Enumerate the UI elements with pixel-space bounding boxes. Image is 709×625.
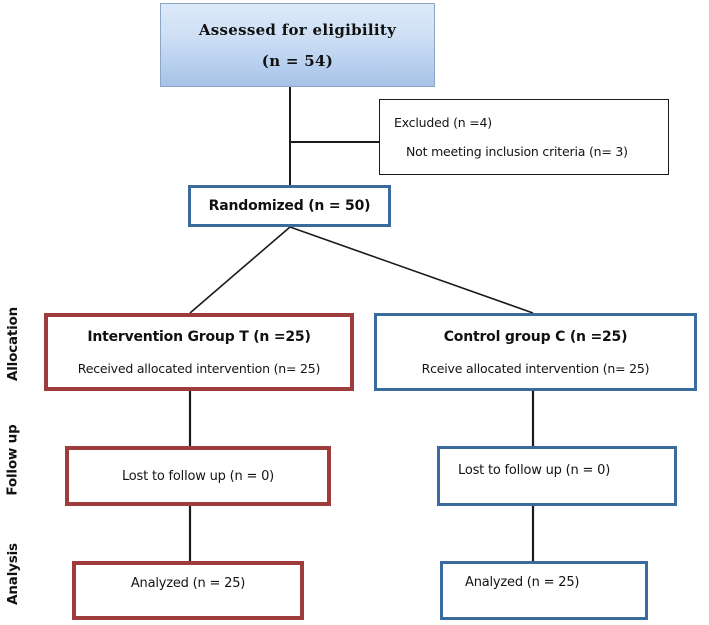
analyzed-right-text: Analyzed (n = 25): [465, 575, 580, 590]
node-analyzed-intervention: Analyzed (n = 25): [72, 561, 304, 620]
excluded-line-1: Excluded (n =4): [394, 115, 492, 130]
control-title: Control group C (n =25): [443, 328, 628, 345]
node-control-group: Control group C (n =25) Rceive allocated…: [374, 313, 697, 391]
node-assessed-for-eligibility: Assessed for eligibility (n = 54): [160, 3, 435, 87]
node-lost-to-follow-up-control: Lost to follow up (n = 0): [437, 446, 677, 506]
node-excluded: Excluded (n =4) Not meeting inclusion cr…: [379, 99, 669, 175]
stage-label-analysis-text: Analysis: [5, 543, 22, 605]
node-analyzed-control: Analyzed (n = 25): [440, 561, 648, 620]
node-lost-to-follow-up-intervention: Lost to follow up (n = 0): [65, 446, 331, 506]
node-intervention-group: Intervention Group T (n =25) Received al…: [44, 313, 354, 391]
stage-label-follow-up-text: Follow up: [5, 424, 22, 496]
intervention-title: Intervention Group T (n =25): [87, 328, 311, 345]
lost-right-text: Lost to follow up (n = 0): [458, 463, 611, 478]
intervention-subtitle: Received allocated intervention (n= 25): [77, 360, 321, 376]
stage-label-allocation-text: Allocation: [5, 306, 21, 382]
lost-left-text: Lost to follow up (n = 0): [121, 468, 275, 484]
eligibility-count: (n = 54): [261, 51, 334, 70]
eligibility-title: Assessed for eligibility: [198, 20, 397, 39]
stage-label-analysis: Analysis: [0, 528, 26, 620]
stage-label-follow-up: Follow up: [0, 412, 26, 508]
stage-label-allocation: Allocation: [0, 290, 26, 398]
connector-randomized-to-intervention: [189, 226, 291, 314]
randomized-title: Randomized (n = 50): [208, 198, 371, 214]
analyzed-left-text: Analyzed (n = 25): [130, 576, 246, 591]
node-randomized: Randomized (n = 50): [188, 185, 391, 227]
excluded-line-2: Not meeting inclusion criteria (n= 3): [406, 144, 628, 159]
control-subtitle: Rceive allocated intervention (n= 25): [421, 360, 650, 376]
connector-randomized-to-control: [289, 226, 534, 314]
